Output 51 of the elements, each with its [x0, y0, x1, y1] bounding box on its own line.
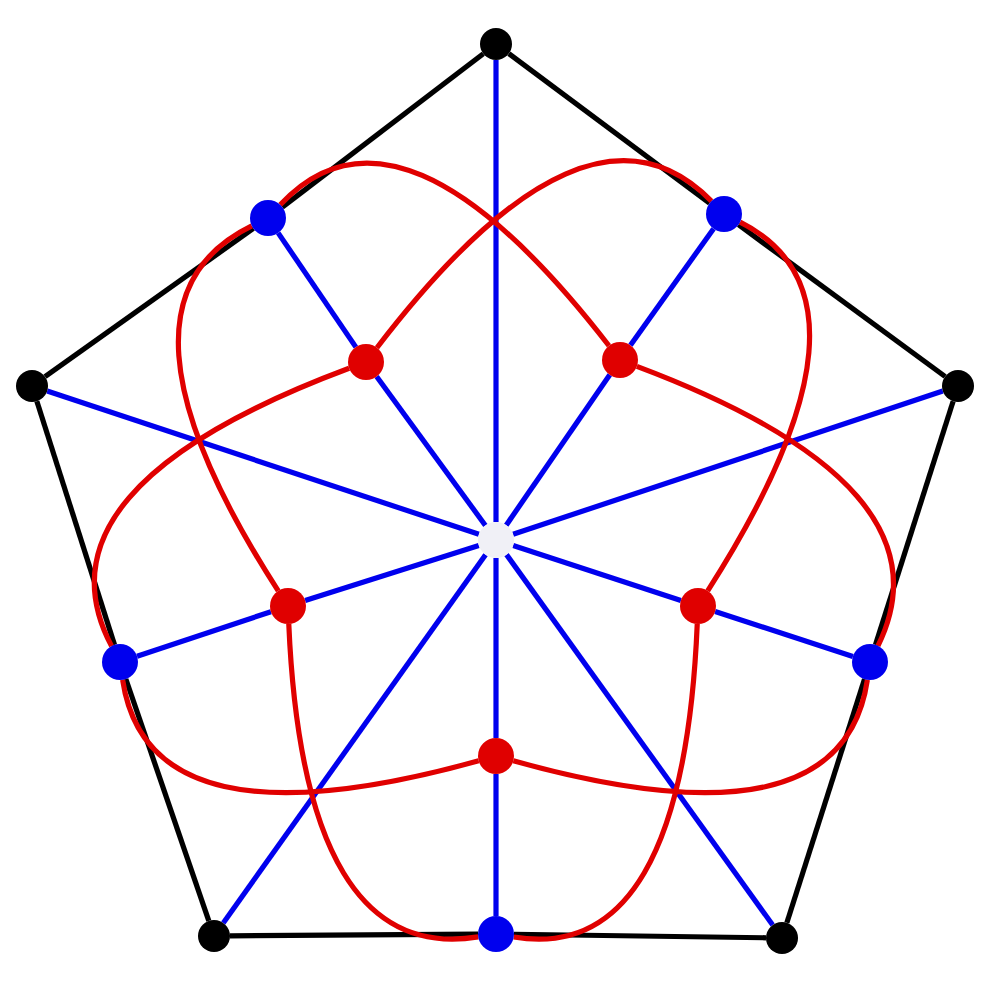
edge-line	[374, 375, 488, 527]
edge-line	[736, 222, 947, 379]
curved-edge	[513, 623, 700, 942]
edge-line	[504, 553, 775, 927]
edge-line	[46, 388, 480, 537]
vertex-dot	[602, 342, 638, 378]
edge-line	[714, 609, 854, 659]
vertex-dot	[766, 922, 798, 954]
vertex-dot	[680, 588, 716, 624]
edge-line	[275, 231, 359, 349]
vertex-dot	[478, 522, 514, 558]
edge-line	[43, 226, 255, 379]
vertex-dot	[942, 370, 974, 402]
edge-line	[493, 774, 499, 916]
curved-edge	[512, 679, 870, 796]
edge-line	[229, 931, 478, 939]
edge-line	[304, 542, 480, 604]
edge-line	[136, 609, 272, 659]
edge-line	[513, 931, 767, 941]
vertex-dot	[198, 920, 230, 952]
vertex-dot	[348, 344, 384, 380]
edge-line	[784, 678, 867, 924]
edge-line	[507, 51, 712, 206]
curved-edge	[705, 219, 812, 593]
edge-line	[504, 373, 612, 527]
vertex-dot	[478, 738, 514, 774]
curved-edge	[286, 623, 479, 942]
edge-line	[873, 400, 956, 646]
vertex-dot	[480, 28, 512, 60]
curved-edge	[278, 160, 611, 348]
edge-line	[123, 678, 212, 922]
curved-edge	[374, 158, 714, 350]
vertex-dot	[250, 200, 286, 236]
edge-line	[34, 400, 117, 646]
vertex-dot	[478, 916, 514, 952]
curved-edge	[92, 365, 351, 648]
edge-line	[221, 553, 488, 925]
vertex-dot	[102, 644, 138, 680]
edge-line	[628, 227, 716, 347]
vertex-dot	[852, 644, 888, 680]
vertex-dot	[706, 196, 742, 232]
edge-line	[493, 60, 499, 522]
edge-line	[512, 388, 944, 537]
edge-line	[493, 558, 499, 738]
curved-edge	[176, 223, 281, 593]
edge-line	[512, 543, 682, 603]
curved-edge	[120, 679, 480, 796]
curved-edge	[635, 363, 896, 647]
vertex-dot	[270, 588, 306, 624]
edge-line	[280, 51, 485, 210]
vertex-dot	[16, 370, 48, 402]
